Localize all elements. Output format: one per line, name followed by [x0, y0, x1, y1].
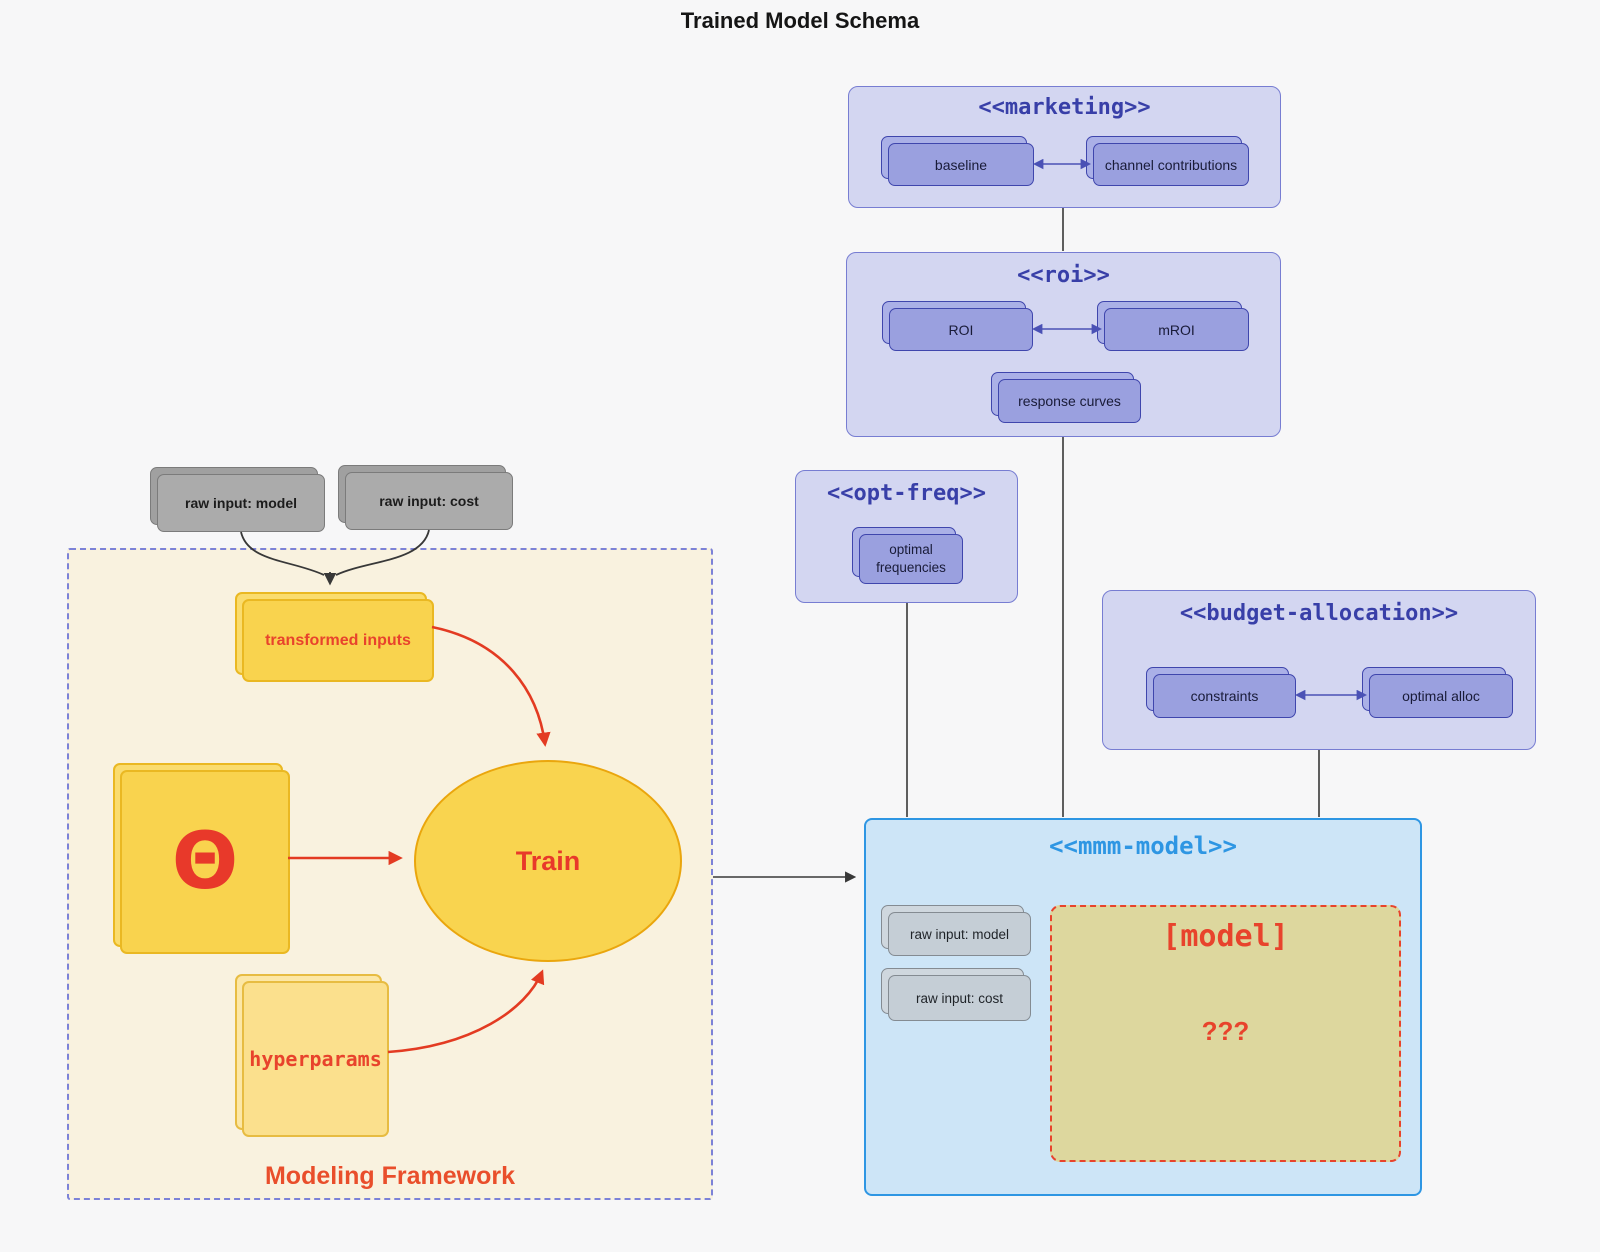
group-marketing-title: <<marketing>> — [978, 95, 1151, 120]
node-raw-input-cost-label: raw input: cost — [345, 472, 513, 530]
node-optimal-alloc: optimal alloc — [1362, 667, 1513, 718]
node-baseline-label: baseline — [888, 143, 1034, 186]
node-mmm-raw-input-model-label: raw input: model — [888, 912, 1031, 956]
node-constraints: constraints — [1146, 667, 1296, 718]
group-budget-allocation-title: <<budget-allocation>> — [1179, 601, 1459, 626]
group-mmm-model-title: <<mmm-model>> — [1049, 832, 1237, 860]
group-roi-title: <<roi>> — [1017, 263, 1110, 288]
node-train: Train — [414, 760, 682, 962]
node-mmm-raw-input-cost: raw input: cost — [881, 968, 1031, 1021]
node-raw-input-model: raw input: model — [150, 467, 325, 532]
group-mmm-model: <<mmm-model>> raw input: model raw input… — [864, 818, 1422, 1196]
group-opt-freq-title: <<opt-freq>> — [827, 481, 986, 506]
node-raw-input-model-label: raw input: model — [157, 474, 325, 532]
node-response-curves: response curves — [991, 372, 1141, 423]
node-model-placeholder: [model] ??? — [1050, 905, 1401, 1162]
node-response-curves-label: response curves — [998, 379, 1141, 423]
node-roi-label: ROI — [889, 308, 1033, 351]
group-opt-freq: <<opt-freq>> optimal frequencies — [795, 470, 1018, 603]
diagram-title: Trained Model Schema — [680, 8, 920, 33]
node-raw-input-cost: raw input: cost — [338, 465, 513, 530]
node-optimal-frequencies-label: optimal frequencies — [859, 534, 963, 584]
node-transformed-inputs-label: transformed inputs — [242, 599, 434, 682]
group-modeling-framework-label: Modeling Framework — [264, 1162, 516, 1190]
node-hyperparams: hyperparams — [235, 974, 389, 1137]
group-budget-allocation: <<budget-allocation>> constraints optima… — [1102, 590, 1536, 750]
node-mroi: mROI — [1097, 301, 1249, 351]
node-train-label: Train — [515, 845, 581, 876]
node-optimal-frequencies: optimal frequencies — [852, 527, 963, 584]
node-roi: ROI — [882, 301, 1033, 351]
node-constraints-label: constraints — [1153, 674, 1296, 718]
group-modeling-framework: transformed inputs Θ Train hyperparams M… — [67, 548, 713, 1200]
node-model-placeholder-label: [model] — [1162, 919, 1289, 954]
node-mmm-raw-input-model: raw input: model — [881, 905, 1031, 956]
node-baseline: baseline — [881, 136, 1034, 186]
node-theta-label: Θ — [120, 770, 290, 954]
node-optimal-alloc-label: optimal alloc — [1369, 674, 1513, 718]
node-hyperparams-label: hyperparams — [242, 981, 389, 1137]
group-marketing: <<marketing>> baseline channel contribut… — [848, 86, 1281, 208]
node-channel-contributions: channel contributions — [1086, 136, 1249, 186]
node-model-unknown-label: ??? — [1201, 1016, 1250, 1046]
node-mroi-label: mROI — [1104, 308, 1249, 351]
node-mmm-raw-input-cost-label: raw input: cost — [888, 975, 1031, 1021]
node-channel-contributions-label: channel contributions — [1093, 143, 1249, 186]
group-roi: <<roi>> ROI mROI response curves — [846, 252, 1281, 437]
node-theta: Θ — [113, 763, 290, 954]
node-transformed-inputs: transformed inputs — [235, 592, 434, 682]
